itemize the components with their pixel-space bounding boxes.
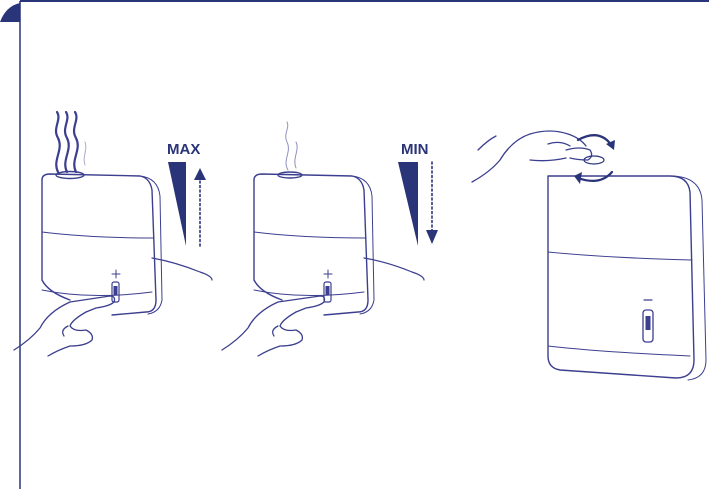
hand-icon: [471, 130, 593, 183]
humidifier-body: [41, 170, 213, 316]
up-arrow-icon: [194, 168, 206, 180]
panel-max: [13, 110, 213, 357]
max-indicator: [168, 162, 206, 247]
rotate-arrows-icon: [574, 134, 615, 184]
hand-icon: [221, 295, 326, 357]
min-indicator: [398, 161, 438, 246]
steam-icon: [285, 121, 298, 171]
hand-icon: [13, 295, 116, 357]
min-label: MIN: [401, 141, 429, 158]
down-arrow-icon: [426, 230, 438, 244]
steam-icon: [54, 110, 87, 174]
panel-min: [221, 121, 438, 357]
max-label: MAX: [167, 141, 200, 158]
humidifier-body: [253, 171, 425, 316]
panel-rotate: [471, 130, 707, 381]
humidifier-body: [547, 175, 707, 381]
